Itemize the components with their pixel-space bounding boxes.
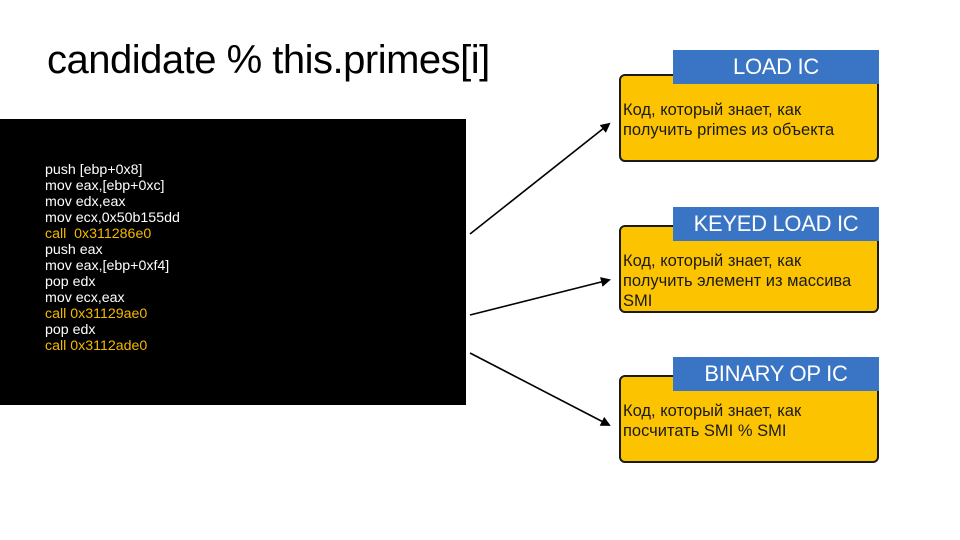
binary-op-ic-description: Код, который знает, как посчитать SMI % …: [623, 402, 802, 440]
slide-title: candidate % this.primes[i]: [47, 38, 490, 82]
code-line-11: pop edx: [45, 322, 96, 338]
arrow-to-load-ic: [469, 122, 611, 235]
code-line-10: call 0x31129ae0: [45, 306, 148, 322]
code-line-5: call 0x311286e0: [45, 226, 152, 242]
arrow-to-binary-op-ic: [469, 352, 611, 426]
keyed-load-ic-label: KEYED LOAD IC: [673, 207, 879, 241]
code-line-3: mov edx,eax: [45, 194, 126, 210]
keyed-load-ic-description: Код, который знает, как получить элемент…: [623, 252, 852, 310]
code-line-7: mov eax,[ebp+0xf4]: [45, 258, 170, 274]
code-line-9: mov ecx,eax: [45, 290, 125, 306]
code-line-12: call 0x3112ade0: [45, 338, 148, 354]
assembly-code-lines: push [ebp+0x8] mov eax,[ebp+0xc] mov edx…: [45, 162, 180, 354]
load-ic-label: LOAD IC: [673, 50, 879, 84]
code-line-1: push [ebp+0x8]: [45, 162, 143, 178]
load-ic-description: Код, который знает, как получить primes …: [623, 101, 835, 139]
code-line-4: mov ecx,0x50b155dd: [45, 210, 180, 226]
code-line-2: mov eax,[ebp+0xc]: [45, 178, 165, 194]
binary-op-ic-label: BINARY OP IC: [673, 357, 879, 391]
load-ic-box: Код, который знает, как получить primes …: [619, 74, 879, 162]
code-line-8: pop edx: [45, 274, 96, 290]
code-line-6: push eax: [45, 242, 103, 258]
arrow-to-keyed-load-ic: [469, 277, 611, 316]
assembly-code-panel: push [ebp+0x8] mov eax,[ebp+0xc] mov edx…: [0, 119, 466, 405]
